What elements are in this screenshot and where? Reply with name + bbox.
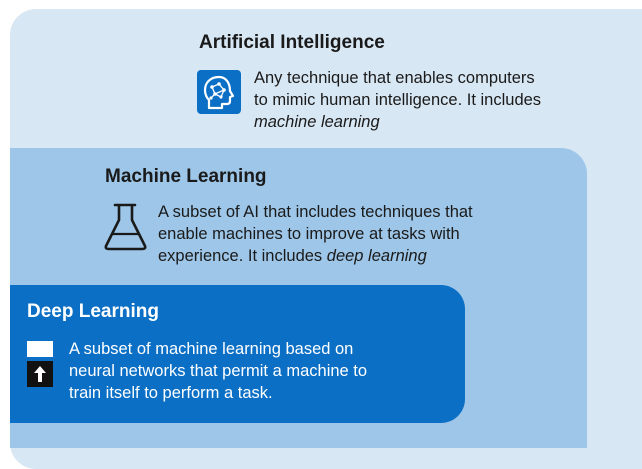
brain-head-icon [197,70,241,114]
ai-title: Artificial Intelligence [199,32,385,53]
ai-desc-line-2: to mimic human intelligence. It includes [254,91,542,109]
ml-desc-line-3-emphasis: deep learning [326,247,427,265]
ai-description: Any technique that enables computers to … [254,67,604,133]
ml-desc-line-2: enable machines to improve at tasks with [158,225,460,243]
ai-desc-line-3: machine learning [254,113,380,131]
flask-icon [104,203,147,251]
ai-desc-line-1: Any technique that enables computers [254,69,535,87]
ml-desc-line-1: A subset of AI that includes techniques … [158,203,473,221]
dl-layer [10,285,465,423]
dl-desc-line-1: A subset of machine learning based on [69,340,354,358]
ml-title: Machine Learning [105,166,267,187]
dl-desc-line-2: neural networks that permit a machine to [69,362,368,380]
ml-desc-line-3: experience. It includes [158,247,327,265]
upload-arrow-icon [27,341,53,387]
dl-desc-line-3: train itself to perform a task. [69,384,273,402]
dl-title: Deep Learning [27,301,159,322]
dl-description: A subset of machine learning based on ne… [69,338,444,404]
ml-description: A subset of AI that includes techniques … [158,201,548,267]
